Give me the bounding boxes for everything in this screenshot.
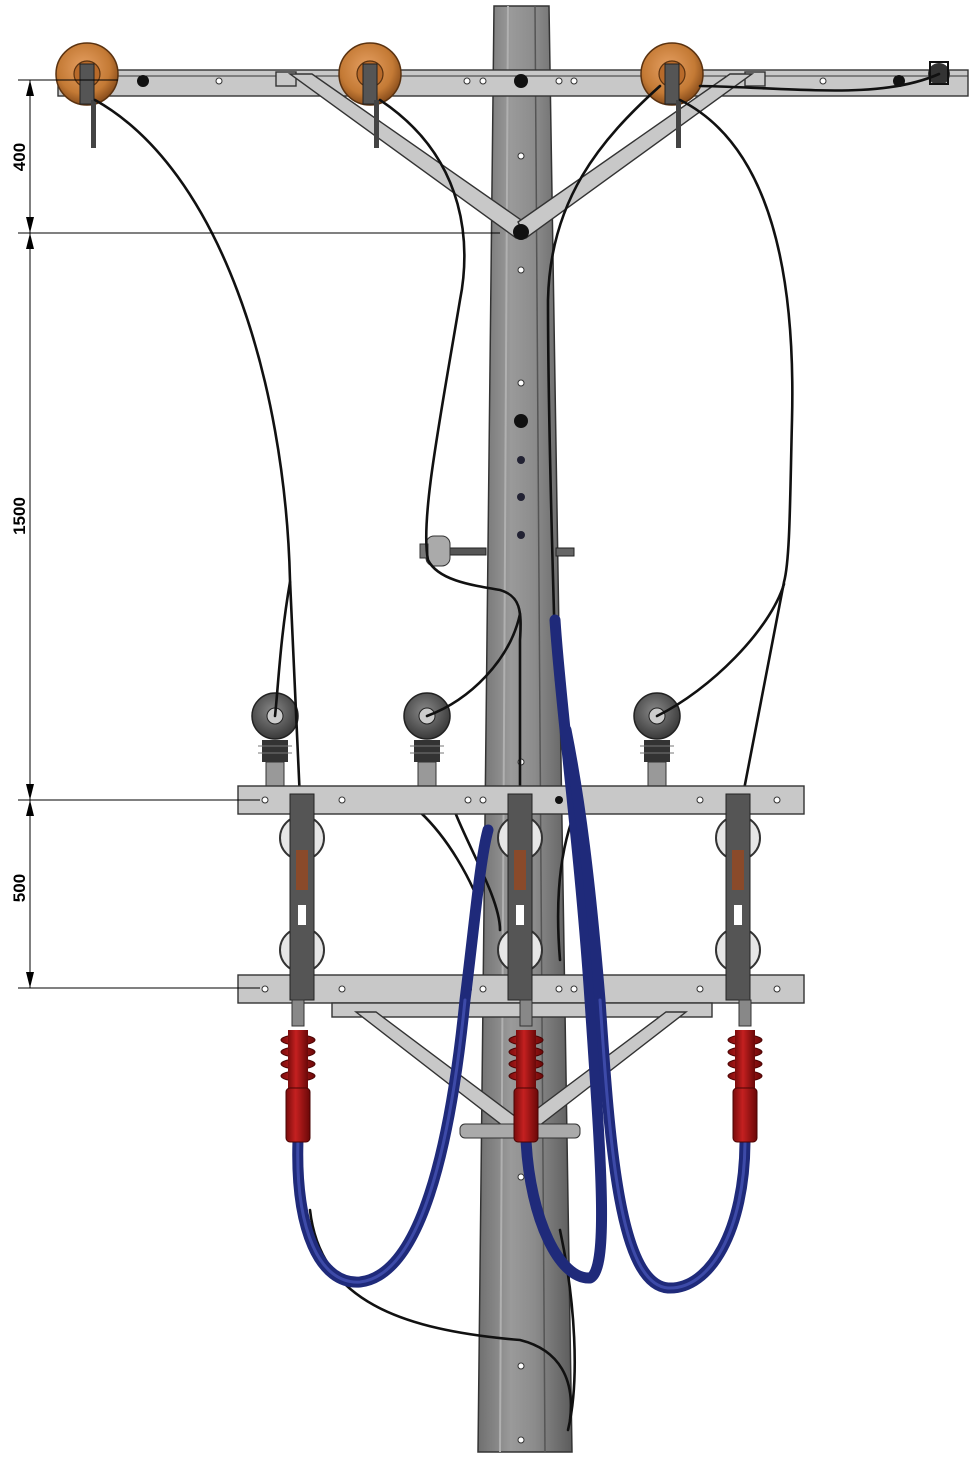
top-insulator-left — [55, 42, 119, 148]
dimension-label-400: 400 — [10, 143, 29, 171]
top-insulator-middle — [338, 42, 402, 148]
dimension-annotations: 400 1500 500 — [10, 79, 500, 989]
power-cables — [292, 614, 751, 1294]
top-crossarm-braces — [287, 73, 755, 240]
disconnect-switch-middle — [497, 793, 543, 1001]
surge-arrester-left — [280, 999, 316, 1143]
dimension-label-1500: 1500 — [10, 497, 29, 535]
disconnect-switch-right — [715, 793, 761, 1001]
surge-arrester-middle — [508, 999, 544, 1143]
top-crossarm — [57, 69, 969, 97]
mid-insulator-middle — [403, 692, 451, 787]
dimension-label-500: 500 — [10, 874, 29, 902]
disconnect-switch-left — [279, 793, 325, 1001]
surge-arrester-right — [727, 999, 763, 1143]
